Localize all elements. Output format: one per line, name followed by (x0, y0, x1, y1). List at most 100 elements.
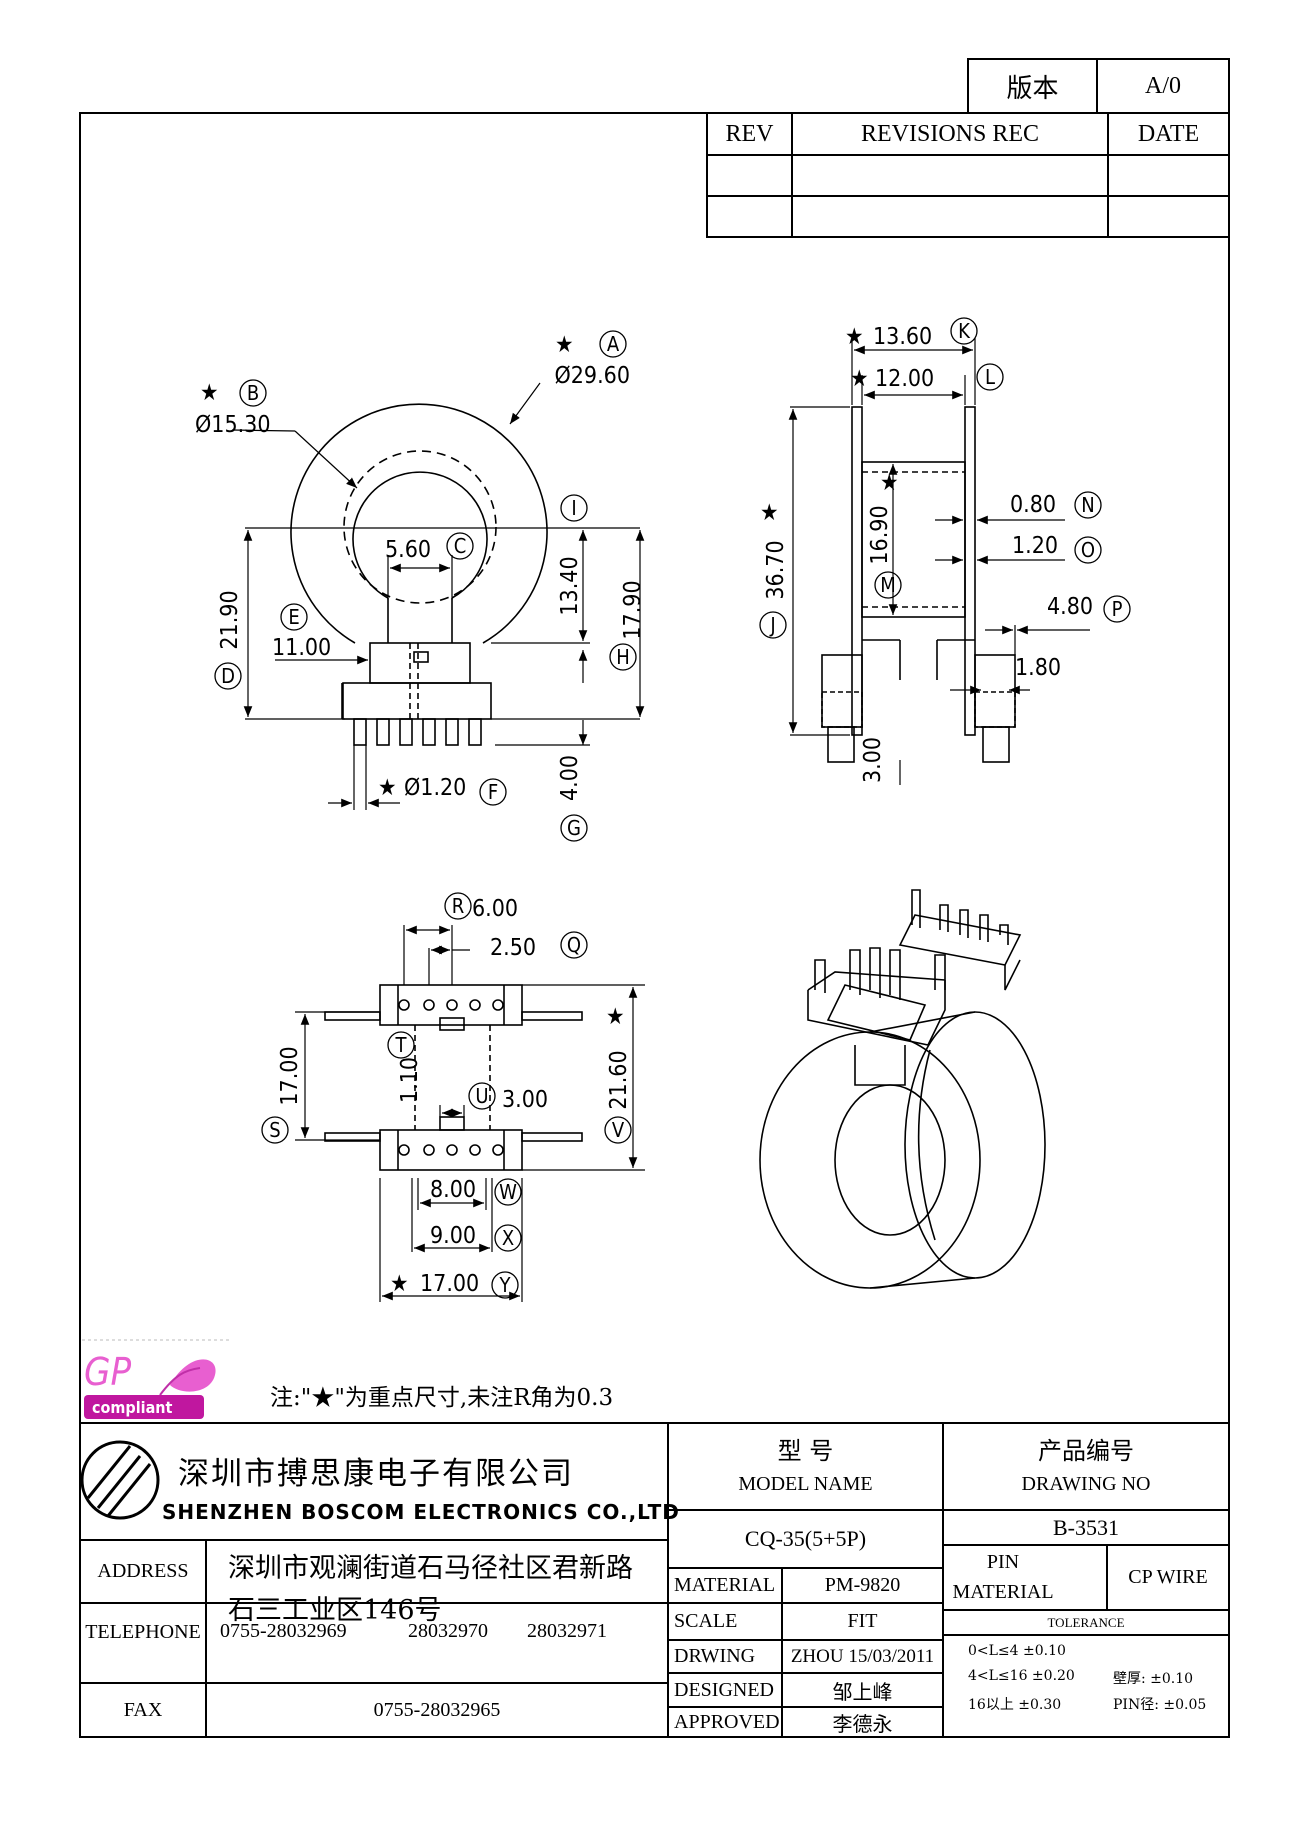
star-M: ★ (880, 470, 899, 496)
telephone-2: 28032970 (408, 1620, 488, 1642)
version-label: 版本 (1006, 73, 1059, 103)
dim-S: 17.00 (277, 1046, 303, 1105)
scale-value: FIT (847, 1610, 878, 1632)
dim-C: 5.60 (385, 537, 431, 563)
marker-H: H (616, 645, 630, 669)
circled-markers (214, 317, 1131, 1299)
telephone-3: 28032971 (527, 1620, 607, 1642)
marker-B: B (247, 381, 259, 405)
note-text: 注:"★"为重点尺寸,未注R角为0.3 (270, 1385, 614, 1411)
approved-label: APPROVED (674, 1710, 780, 1733)
dim-J: 36.70 (763, 540, 789, 599)
marker-L: L (985, 365, 995, 389)
gp-logo-text: GP (84, 1350, 131, 1394)
tolerance-row-1: 0<L≤4 ±0.10 (968, 1643, 1066, 1659)
marker-C: C (454, 534, 467, 558)
dim-A: Ø29.60 (554, 363, 630, 389)
dim-O: 1.20 (1012, 533, 1058, 559)
address-label: ADDRESS (97, 1560, 189, 1582)
tolerance-pin-dia: PIN径: ±0.05 (1113, 1697, 1207, 1713)
marker-R: R (452, 894, 465, 918)
marker-A: A (607, 332, 620, 356)
rev-header: REV (725, 120, 774, 147)
marker-F: F (488, 780, 498, 804)
address-line1: 深圳市观澜街道石马径社区君新路 (228, 1553, 633, 1584)
dim-B: Ø15.30 (195, 412, 271, 438)
dim-P2: 1.80 (1015, 655, 1061, 681)
dim-T: 1.10 (397, 1057, 423, 1103)
telephone-label: TELEPHONE (85, 1620, 201, 1643)
dim-N: 0.80 (1010, 492, 1056, 518)
bottom-view-labels: 6.00 2.50 1.10 3.00 17.00 ★ 21.60 8.00 9… (277, 896, 632, 1297)
dim-V: 21.60 (606, 1050, 632, 1109)
tolerance-row-2: 4<L≤16 ±0.20 (968, 1668, 1075, 1684)
model-label-cn: 型 号 (777, 1436, 834, 1465)
model-value: CQ-35(5+5P) (744, 1526, 867, 1551)
marker-E: E (288, 605, 299, 629)
designed-value: 邹上峰 (832, 1679, 893, 1704)
dim-Q: 2.50 (490, 935, 536, 961)
dim-R: 6.00 (472, 896, 518, 922)
dim-P: 4.80 (1047, 594, 1093, 620)
marker-Y: Y (499, 1273, 512, 1297)
front-view (290, 403, 548, 746)
designed-label: DESIGNED (674, 1678, 774, 1701)
tolerance-wall: 壁厚: ±0.10 (1113, 1671, 1194, 1687)
fax-value: 0755-28032965 (373, 1698, 501, 1721)
drwing-value: ZHOU 15/03/2011 (790, 1645, 935, 1667)
gp-compliant-logo: GP compliant (82, 1339, 230, 1419)
isometric-view (759, 889, 1046, 1289)
dim-J2: 3.00 (860, 737, 886, 783)
marker-D: D (221, 664, 235, 688)
front-view-dimensions (231, 382, 645, 810)
star-V: ★ (606, 1004, 625, 1030)
dim-K: 13.60 (873, 324, 932, 350)
revisions-rec-header: REVISIONS REC (860, 120, 1040, 147)
dim-U: 3.00 (502, 1087, 548, 1113)
marker-M: M (880, 573, 896, 597)
pin-material-label: MATERIAL (952, 1580, 1054, 1603)
dim-W: 8.00 (430, 1177, 476, 1203)
date-header: DATE (1137, 120, 1200, 147)
marker-K: K (958, 319, 971, 343)
star-J: ★ (760, 500, 779, 526)
marker-J: J (769, 613, 775, 637)
dim-F: Ø1.20 (404, 775, 466, 801)
model-label-en: MODEL NAME (738, 1472, 873, 1495)
material-value: PM-9820 (824, 1574, 901, 1596)
star-F: ★ (378, 775, 397, 801)
marker-letters: A B C D E F G H I J K L M N O P Q R S T … (221, 319, 1123, 1297)
bottom-view-dimensions (295, 925, 645, 1302)
pin-material-value: CP WIRE (1128, 1566, 1208, 1588)
address-line2: 石三工业区146号 (228, 1595, 442, 1626)
drawing-no-value: B-3531 (1053, 1514, 1119, 1540)
material-label: MATERIAL (674, 1574, 776, 1596)
drwing-label: DRWING (674, 1645, 756, 1667)
star-K: ★ (845, 324, 864, 350)
marker-Q: Q (567, 933, 581, 957)
scale-label: SCALE (674, 1610, 738, 1632)
marker-N: N (1081, 493, 1094, 517)
dim-D: 21.90 (217, 590, 243, 649)
marker-G: G (567, 816, 581, 840)
approved-value: 李德永 (832, 1711, 893, 1736)
dim-Y: 17.00 (420, 1271, 479, 1297)
side-view-dimensions (788, 338, 1090, 785)
fax-label: FAX (123, 1698, 163, 1721)
front-view-labels: ★ Ø29.60 ★ Ø15.30 5.60 11.00 21.90 13.40… (195, 332, 646, 801)
star-B: ★ (200, 380, 219, 406)
drawing-frame (79, 58, 1230, 1738)
telephone-1: 0755-28032969 (220, 1620, 347, 1642)
star-L: ★ (850, 366, 869, 392)
drawing-no-label-cn: 产品编号 (1038, 1436, 1134, 1465)
marker-I: I (571, 496, 576, 520)
side-view-labels: ★ 13.60 ★ 12.00 ★ 36.70 ★ 16.90 0.80 1.2… (760, 324, 1093, 783)
tolerance-label: TOLERANCE (1047, 1614, 1125, 1630)
gp-logo-subtext: compliant (92, 1398, 173, 1417)
tolerance-row-3: 16以上 ±0.30 (968, 1697, 1062, 1713)
marker-T: T (395, 1033, 408, 1057)
dim-E: 11.00 (272, 635, 331, 661)
dim-X: 9.00 (430, 1223, 476, 1249)
dim-H: 17.90 (620, 580, 646, 639)
